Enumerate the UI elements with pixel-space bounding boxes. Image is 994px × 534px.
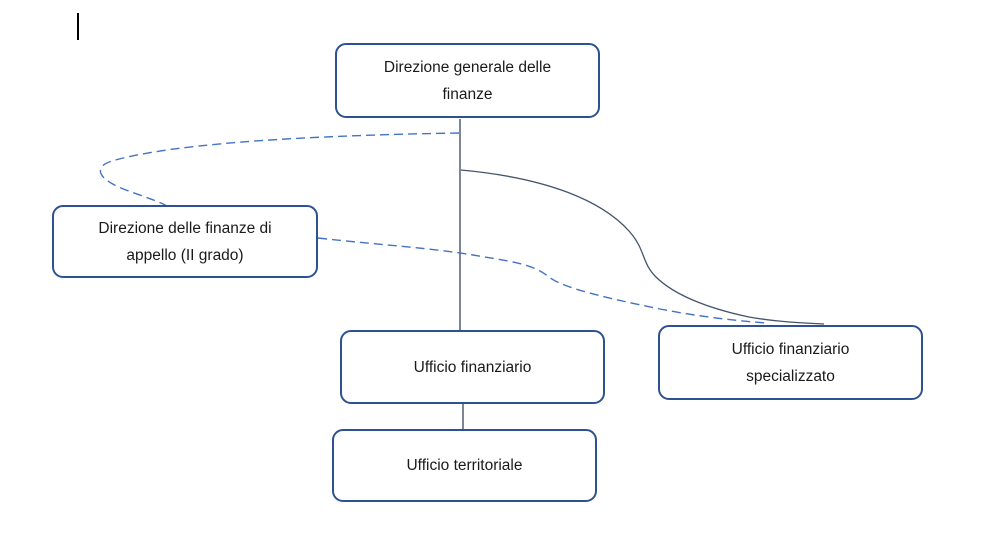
- node-label: Ufficio finanziario: [731, 340, 850, 358]
- node-ufficio-territoriale[interactable]: Ufficio territoriale: [332, 429, 597, 502]
- node-label: Ufficio finanziario: [413, 358, 532, 376]
- node-label: Ufficio territoriale: [406, 457, 523, 474]
- node-label: specializzato: [746, 367, 835, 385]
- node-direzione-appello[interactable]: Direzione delle finanze di appello (II g…: [52, 205, 318, 278]
- node-ufficio-finanziario[interactable]: Ufficio finanziario: [340, 330, 605, 404]
- node-label: finanze: [442, 85, 493, 103]
- node-label: Direzione delle finanze di: [98, 219, 272, 237]
- text-cursor-caret: [77, 13, 79, 40]
- node-direzione-generale[interactable]: Direzione generale delle finanze: [335, 43, 600, 118]
- node-label: appello (II grado): [126, 246, 244, 264]
- connector-solid-curve: [460, 169, 825, 325]
- node-label: Direzione generale delle: [383, 58, 552, 76]
- connector-dashed-left: [99, 132, 460, 207]
- connector-dashed-right: [317, 237, 767, 324]
- node-ufficio-specializzato[interactable]: Ufficio finanziario specializzato: [658, 325, 923, 400]
